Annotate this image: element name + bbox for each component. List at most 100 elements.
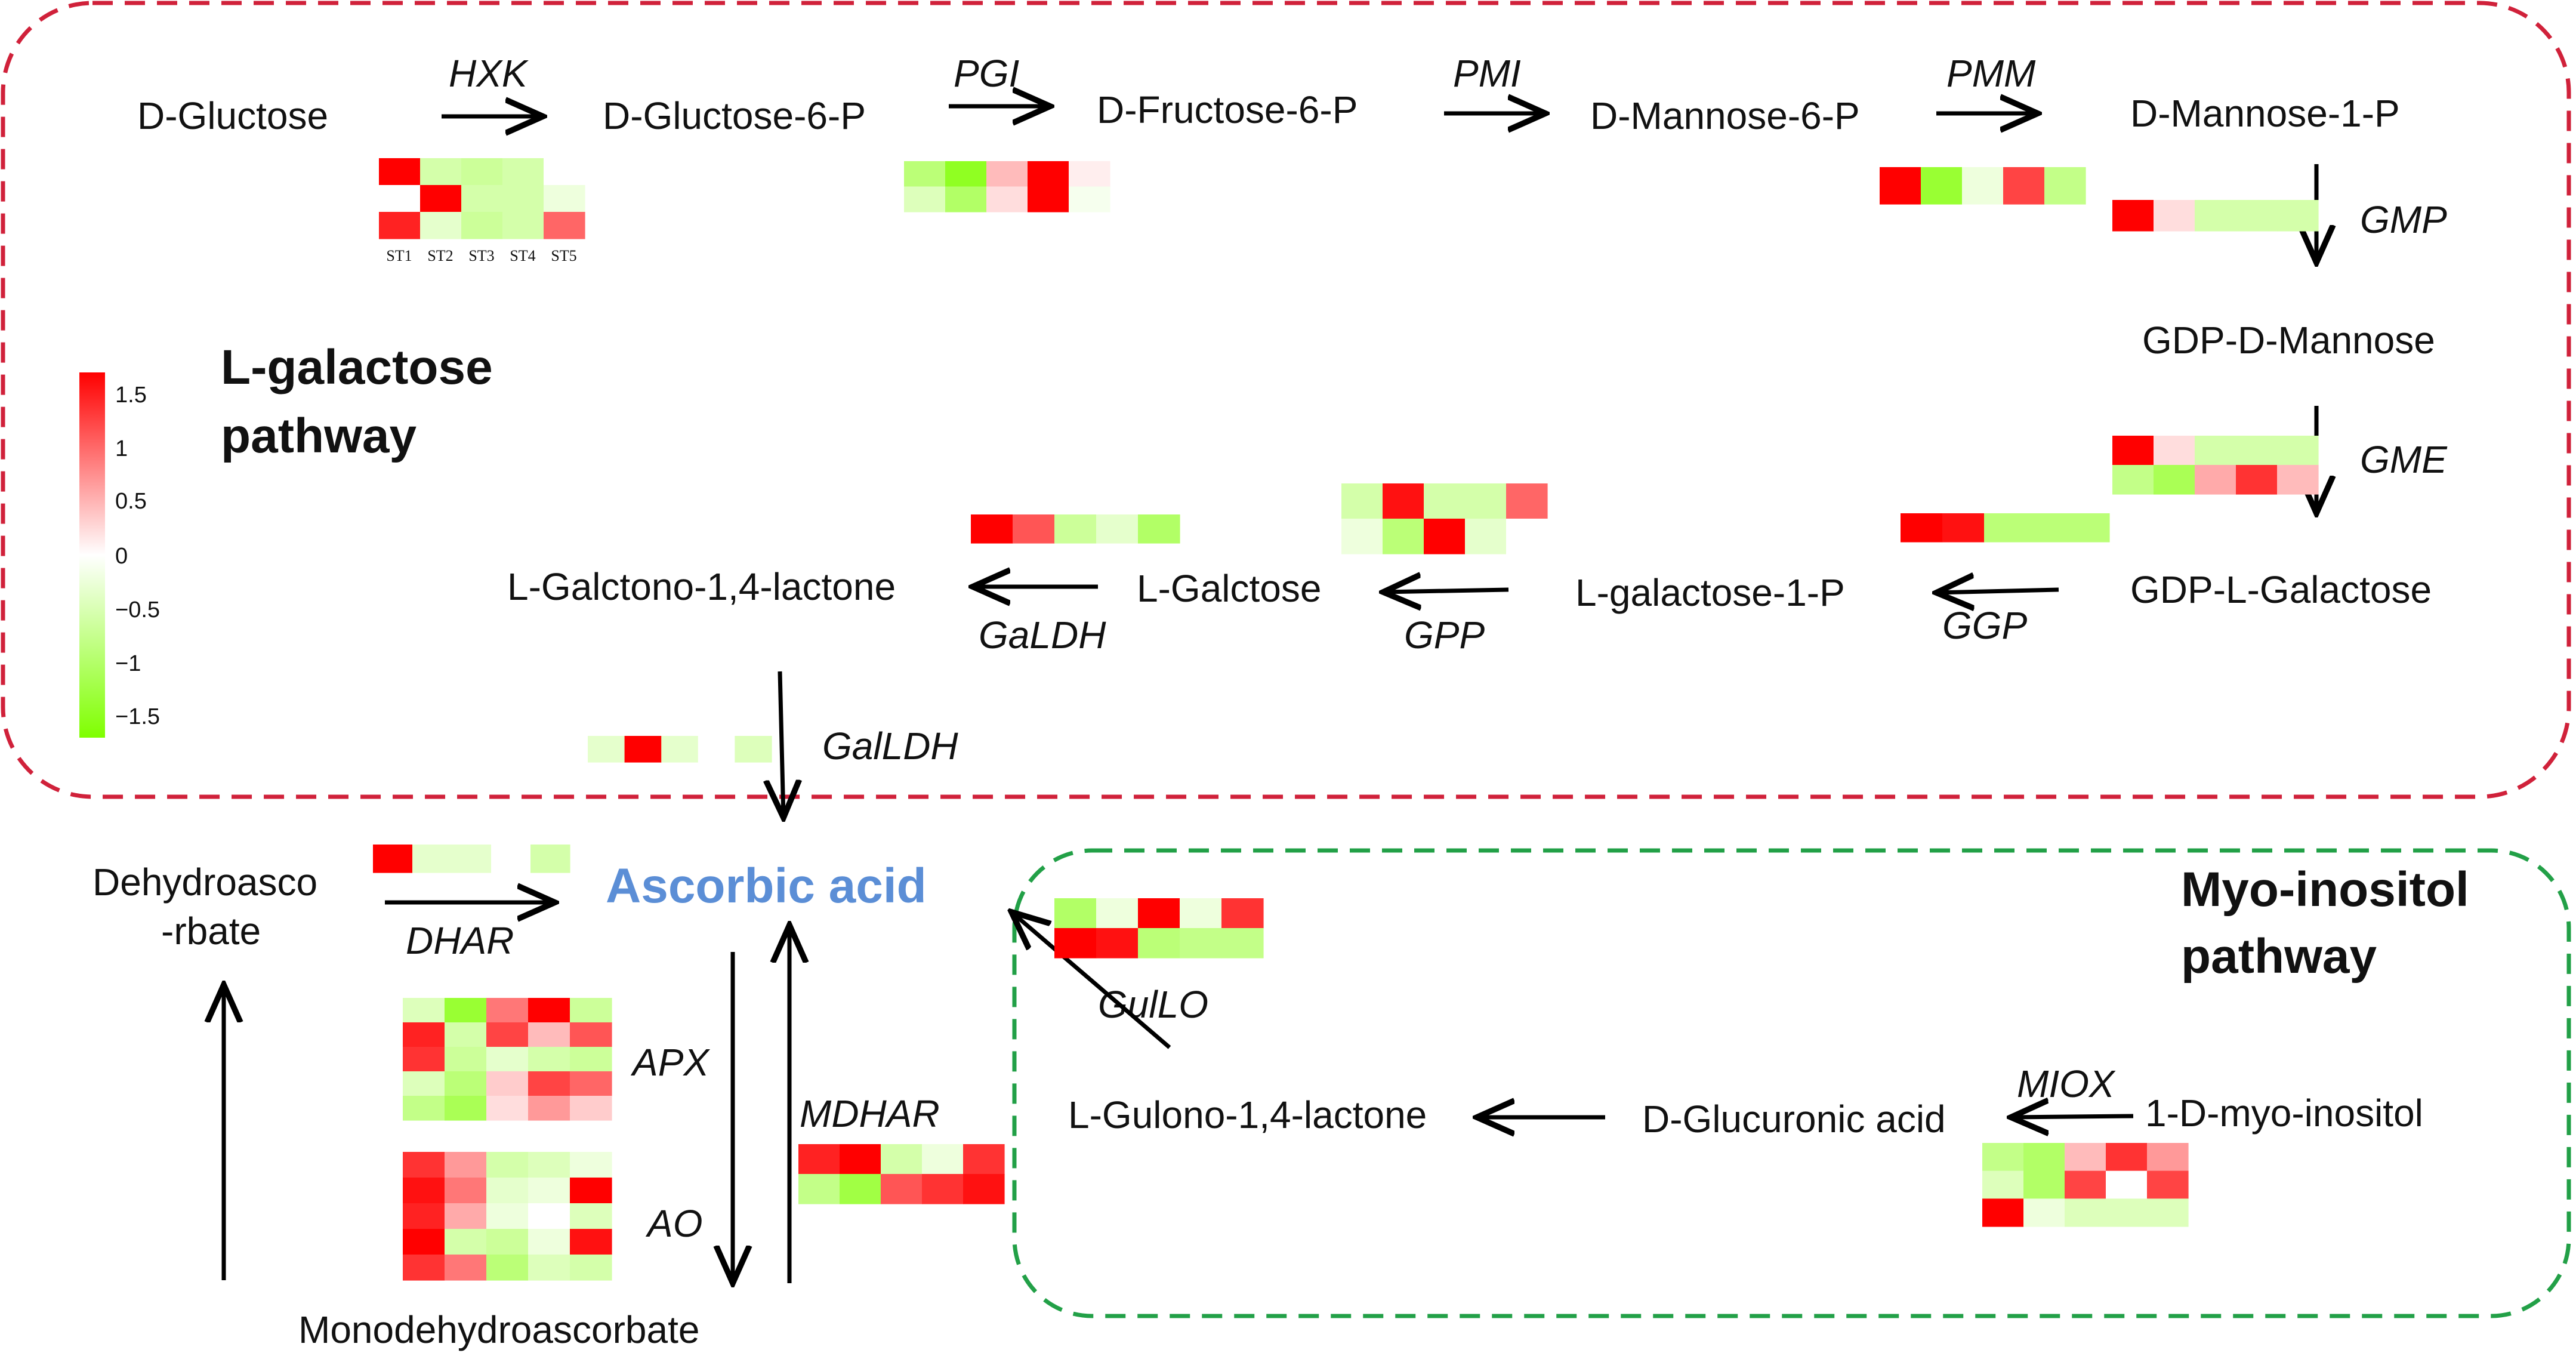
- heatmap-galdh: [971, 514, 1180, 544]
- heatmap-cell: [588, 736, 625, 763]
- heatmap-cell: [2023, 1143, 2065, 1172]
- heatmap-cell: [2112, 436, 2154, 466]
- heatmap-cell: [1138, 514, 1180, 544]
- heatmap-cell: [445, 1047, 487, 1072]
- heatmap-ao: [403, 1152, 612, 1281]
- heatmap-cell: [1096, 514, 1139, 544]
- enzyme-gmp: GMP: [2360, 198, 2447, 241]
- heatmap-cell: [445, 1071, 487, 1096]
- scale-tick-label: −1.5: [115, 704, 160, 729]
- heatmap-cell: [486, 1047, 529, 1072]
- heatmap-cell: [2112, 465, 2154, 495]
- heatmap-cell: [528, 1178, 570, 1204]
- enzyme-gullo: GulLO: [1098, 983, 1208, 1026]
- heatmap-cell: [570, 1071, 612, 1096]
- heatmap-cell: [1028, 186, 1069, 212]
- metabolite-d-glucose: D-Gluctose: [137, 94, 328, 137]
- heatmap-cell: [945, 161, 987, 187]
- heatmap-hxk: [379, 158, 585, 239]
- heatmap-cell: [486, 1022, 529, 1047]
- heatmap-cell: [1982, 1143, 2024, 1172]
- lgalactose-pathway-border: [1, 1, 2571, 799]
- heatmap-cell: [445, 1203, 487, 1229]
- metabolite-d-mannose-6p: D-Mannose-6-P: [1590, 94, 1860, 137]
- heatmap-cell: [461, 212, 503, 239]
- heatmap-cell: [2236, 200, 2278, 232]
- scale-tick-label: 0: [115, 544, 128, 569]
- metabolite-d-glucuronic-acid: D-Glucuronic acid: [1642, 1098, 1946, 1141]
- heatmap-apx: [403, 998, 612, 1121]
- scale-tick-label: −0.5: [115, 597, 160, 622]
- arrow-galldh: [780, 671, 783, 818]
- heatmap-cell: [486, 1229, 529, 1255]
- heatmap-cell: [1465, 519, 1507, 554]
- heatmap-cell: [971, 514, 1013, 544]
- metabolite-dehydroascorbate-line1: Dehydroasco: [92, 861, 317, 904]
- heatmap-cell: [2003, 167, 2045, 205]
- heatmap-cell: [403, 1096, 445, 1121]
- heatmap-cell: [502, 158, 544, 186]
- heatmap-cell: [445, 1096, 487, 1121]
- metabolite-d-glucose-6p: D-Gluctose-6-P: [603, 94, 866, 137]
- heatmap-cell: [403, 1203, 445, 1229]
- heatmap-cell: [1341, 519, 1383, 554]
- heatmap-cell: [2236, 436, 2278, 466]
- metabolite-gdp-l-galactose: GDP-L-Galactose: [2130, 568, 2432, 611]
- enzyme-pgi: PGI: [954, 52, 1019, 95]
- heatmap-miox: [1982, 1143, 2189, 1227]
- enzyme-apx: APX: [630, 1041, 710, 1084]
- enzyme-pmm: PMM: [1946, 52, 2036, 95]
- heatmap-cell: [986, 186, 1028, 212]
- heatmap-cell: [2147, 1143, 2189, 1172]
- heatmap-cell: [1138, 898, 1180, 929]
- heatmap-cell: [461, 158, 503, 186]
- heatmap-cell: [1054, 928, 1097, 959]
- heatmap-cell: [528, 1255, 570, 1281]
- heatmap-cell: [1069, 186, 1110, 212]
- heatmap-cell: [2026, 513, 2068, 543]
- heatmap-cell: [445, 1255, 487, 1281]
- heatmap-galldh: [588, 736, 772, 763]
- heatmap-cell: [1221, 928, 1264, 959]
- heatmap-cell: [1180, 898, 1222, 929]
- heatmap-cell: [452, 845, 492, 873]
- heatmap-cell: [486, 1096, 529, 1121]
- heatmap-cell: [963, 1144, 1005, 1175]
- heatmap-cell: [1424, 519, 1466, 554]
- heatmap-cell: [445, 1229, 487, 1255]
- heatmap-cell: [491, 845, 531, 873]
- heatmap-cell: [570, 998, 612, 1023]
- heatmap-cell: [403, 1178, 445, 1204]
- heatmap-cell: [1383, 483, 1424, 519]
- heatmap-cell: [1982, 1170, 2024, 1199]
- heatmap-cell: [1506, 519, 1548, 554]
- heatmap-cell: [528, 1047, 570, 1072]
- sample-labels: ST1 ST2 ST3 ST4 ST5: [386, 247, 576, 264]
- heatmap-cell: [2106, 1170, 2148, 1199]
- heatmap-cell: [420, 212, 462, 239]
- heatmap-cell: [881, 1174, 923, 1204]
- heatmap-cell: [2068, 513, 2110, 543]
- heatmap-cell: [1054, 898, 1097, 929]
- heatmap-cell: [963, 1174, 1005, 1204]
- heatmap-cell: [2154, 200, 2195, 232]
- heatmap-cell: [945, 186, 987, 212]
- heatmap-cell: [2277, 436, 2319, 466]
- heatmap-cell: [1221, 898, 1264, 929]
- heatmap-cell: [570, 1047, 612, 1072]
- heatmap-cell: [486, 1255, 529, 1281]
- heatmap-cell: [570, 1096, 612, 1121]
- heatmap-cell: [1054, 514, 1097, 544]
- metabolite-gdp-d-mannose: GDP-D-Mannose: [2142, 319, 2435, 362]
- sample-label-st3: ST3: [468, 247, 494, 264]
- heatmap-cell: [1424, 483, 1466, 519]
- heatmap-cell: [1984, 513, 2026, 543]
- arrow-gpp: [1383, 590, 1509, 592]
- heatmap-cell: [528, 998, 570, 1023]
- metabolite-myo-inositol: 1-D-myo-inositol: [2145, 1092, 2423, 1135]
- heatmap-cell: [986, 161, 1028, 187]
- heatmap-cell: [486, 998, 529, 1023]
- heatmap-gme: [2112, 436, 2319, 495]
- heatmap-cell: [528, 1096, 570, 1121]
- heatmap-cell: [502, 212, 544, 239]
